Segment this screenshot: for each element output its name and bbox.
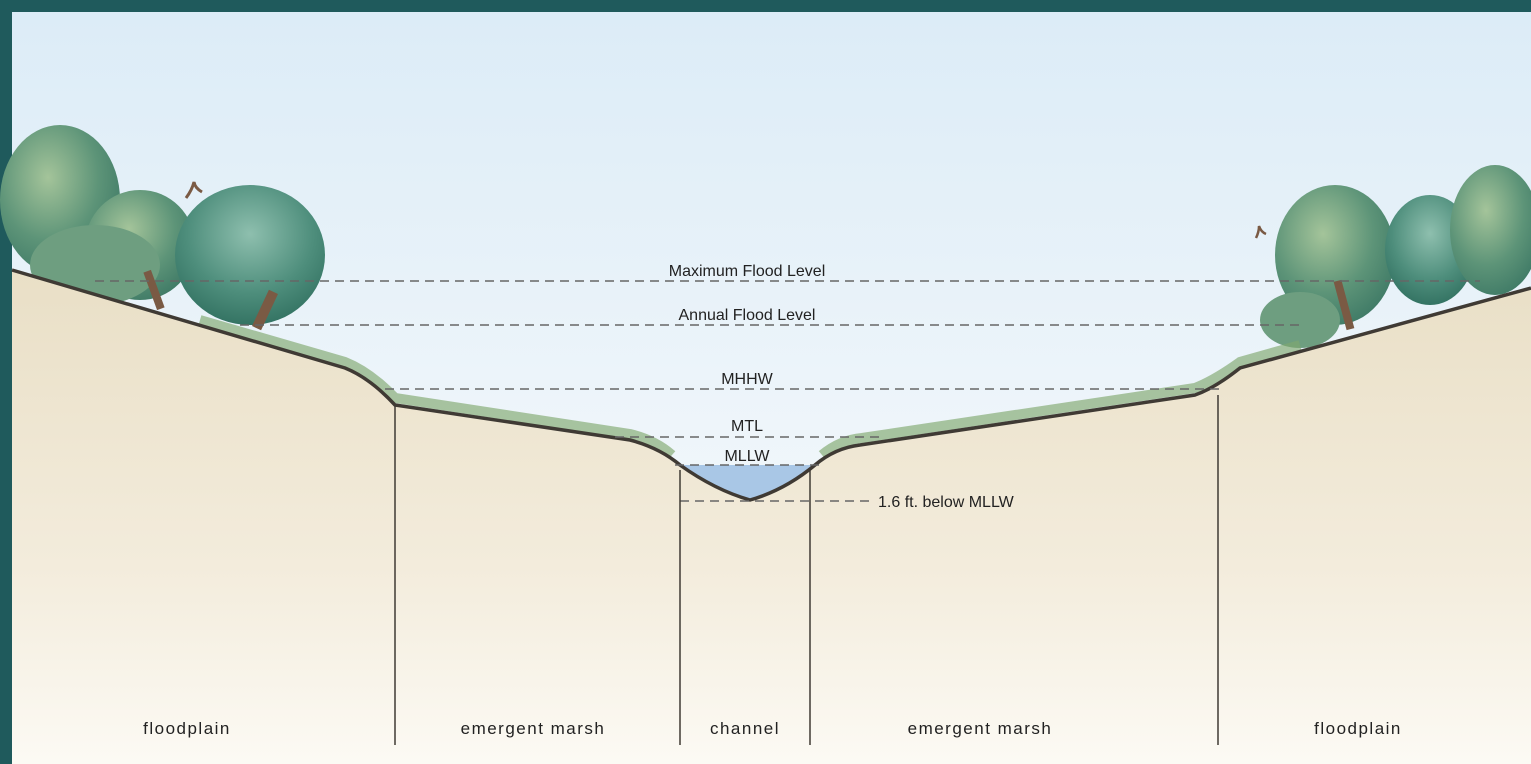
ground [12,270,1531,764]
zone-dividers [394,395,1219,745]
bird-icon [184,181,203,199]
grass-right [818,340,1302,459]
level-lines [95,280,1480,502]
zone-floodplain-right: floodplain [1314,719,1402,738]
max-flood-label: Maximum Flood Level [669,263,826,280]
mllw-label: MLLW [724,448,770,465]
zone-marsh-left: emergent marsh [461,719,606,738]
grass-left [198,315,676,459]
mtl-label: MTL [731,418,763,435]
trees-left [0,125,325,331]
trees-right [1260,165,1531,348]
below-mllw-label: 1.6 ft. below MLLW [878,494,1015,511]
zone-channel: channel [710,719,780,738]
mhhw-label: MHHW [721,371,773,388]
zone-marsh-right: emergent marsh [908,719,1053,738]
channel-water [680,465,815,500]
zone-floodplain-left: floodplain [143,719,231,738]
bird-icon [1254,225,1267,239]
annual-flood-label: Annual Flood Level [679,307,816,324]
